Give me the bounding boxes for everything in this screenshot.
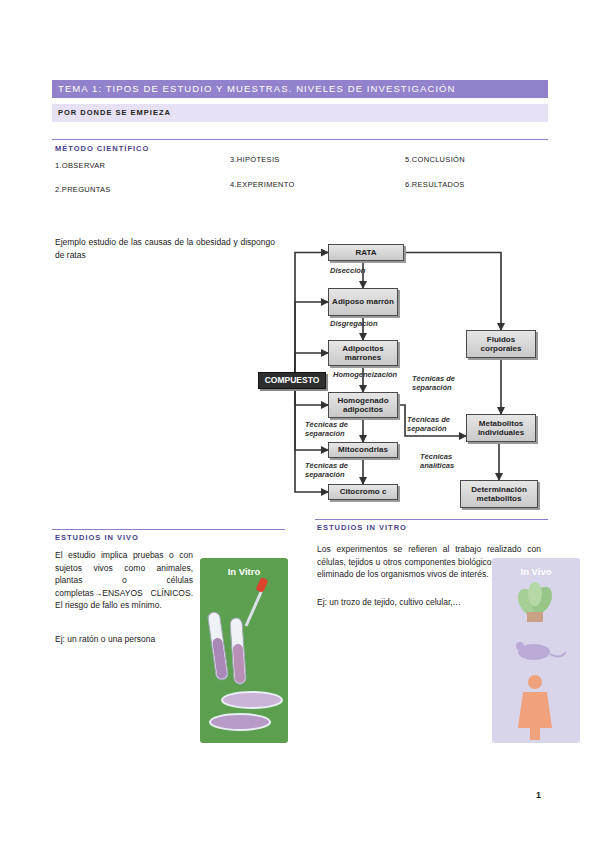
process-box: Adiposo marrón <box>328 288 398 316</box>
node-text: Metabolitos individuales <box>467 419 535 438</box>
connector-arrow <box>404 253 501 331</box>
section-rule <box>315 519 548 520</box>
example-note: Ejemplo estudio de las causas de la obes… <box>55 236 275 261</box>
compound-box: COMPUESTO <box>258 372 326 389</box>
node-text: Citocromo c <box>340 487 387 497</box>
node-text-group: Metabolitos individuales <box>467 419 535 438</box>
edge-label: Disección <box>330 266 410 275</box>
method-step: 5.CONCLUSIÓN <box>405 155 525 164</box>
node-text-group: Homogenado adipocitos <box>329 396 397 415</box>
process-box: Metabolitos individuales <box>466 414 536 442</box>
edge-label: Técnicas de separación <box>412 374 464 392</box>
section-heading: ESTUDIOS IN VITRO <box>317 523 517 532</box>
process-box: RATA <box>328 244 404 261</box>
node-text-group: Fluidos corporales <box>467 335 535 354</box>
edge-label: Técnicas de separación <box>305 461 361 479</box>
edge-label: Técnicas analíticas <box>420 452 470 470</box>
node-text-group: POR DONDE SE EMPIEZA <box>52 104 548 122</box>
node-text: POR DONDE SE EMPIEZA <box>52 104 548 122</box>
node-text: Determinación metabolitos <box>461 485 537 504</box>
node-text: Homogenado adipocitos <box>329 396 397 415</box>
connector-arrow <box>500 358 502 414</box>
node-text-group: COMPUESTO <box>265 376 320 386</box>
connector-arrow <box>362 418 364 442</box>
section-heading: MÉTODO CIENTÍFICO <box>55 144 255 153</box>
connector-arrow <box>362 366 364 392</box>
node-text-group: Adiposo marrón <box>332 297 394 307</box>
subheading-band: POR DONDE SE EMPIEZA <box>52 104 548 122</box>
node-text: In Vitro <box>200 566 288 577</box>
node-text-group: In Vitro <box>200 566 288 577</box>
node-text-group: Citocromo c <box>340 487 387 497</box>
connector-arrow <box>295 302 328 372</box>
method-step: 6.RESULTADOS <box>405 180 525 189</box>
node-text-group: RATA <box>355 248 376 258</box>
node-text: Adiposo marrón <box>332 297 394 307</box>
edge-label: Homogeneización <box>333 370 417 379</box>
image-panel: In Vivo <box>492 558 580 743</box>
node-text: Mitocondrias <box>338 445 388 455</box>
method-step: 1.OBSERVAR <box>55 161 175 170</box>
method-step: 3.HIPÓTESIS <box>230 155 350 164</box>
connector-arrow <box>295 253 328 373</box>
connector-arrow <box>362 458 364 484</box>
edge-label: Disgregación <box>330 319 410 328</box>
node-text: Adipocitos marrones <box>329 344 397 363</box>
section-heading: ESTUDIOS IN VIVO <box>55 533 255 542</box>
process-box: Determinación metabolitos <box>460 480 538 508</box>
node-text: RATA <box>355 248 376 258</box>
connector-arrow <box>398 405 466 436</box>
process-box: Fluidos corporales <box>466 330 536 358</box>
connector-arrow <box>295 389 328 450</box>
section-rule <box>52 139 548 140</box>
edge-label: Técnicas de separación <box>407 415 463 433</box>
method-step: 4.EXPERIMENTO <box>230 180 350 189</box>
node-text-group: Determinación metabolitos <box>461 485 537 504</box>
node-text-group: Adipocitos marrones <box>329 344 397 363</box>
page-title: TEMA 1: TIPOS DE ESTUDIO Y MUESTRAS. NIV… <box>52 80 548 98</box>
section-rule <box>52 529 285 530</box>
page-number: 1 <box>536 790 556 800</box>
process-box: Homogenado adipocitos <box>328 392 398 418</box>
node-text-group: In Vivo <box>492 566 580 577</box>
node-text-group: Mitocondrias <box>338 445 388 455</box>
process-box: Citocromo c <box>328 484 398 500</box>
node-text: In Vivo <box>492 566 580 577</box>
node-text: Fluidos corporales <box>467 335 535 354</box>
method-step: 2.PREGUNTAS <box>55 185 175 194</box>
connector-arrow <box>295 389 328 405</box>
example-note: Ej: un ratón o una persona <box>55 633 193 646</box>
process-box: Mitocondrias <box>328 442 398 458</box>
node-text: COMPUESTO <box>265 376 320 386</box>
image-panel: In Vitro <box>200 558 288 743</box>
edge-label: Técnicas de separación <box>305 420 361 438</box>
connector-arrow <box>498 442 500 480</box>
process-box: Adipocitos marrones <box>328 340 398 366</box>
connector-arrow <box>295 353 328 372</box>
body-text: El estudio implica pruebas o con sujetos… <box>55 549 193 612</box>
